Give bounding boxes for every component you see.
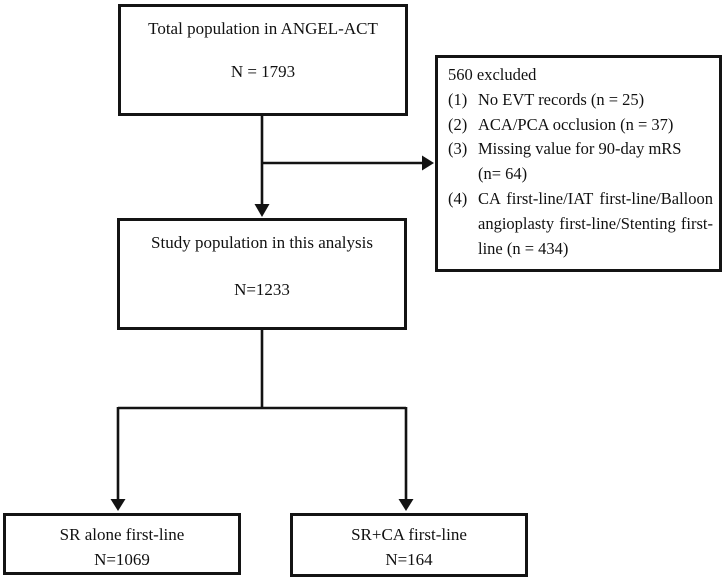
- excluded-item-text: Missing value for 90-day mRS (n= 64): [478, 139, 682, 184]
- sr-ca-count: N=164: [385, 550, 433, 569]
- excluded-item-marker: (1): [448, 89, 468, 109]
- sr-alone-count: N=1069: [94, 550, 150, 569]
- study-population-box: Study population in this analysis N=1233: [117, 218, 407, 330]
- study-population-title: Study population in this analysis: [151, 233, 373, 252]
- excluded-item-text: CA first-line/IAT first-line/Balloon ang…: [478, 188, 713, 258]
- excluded-item-3: (3) Missing value for 90-day mRS (n= 64): [448, 137, 713, 187]
- excluded-box: 560 excluded (1) No EVT records (n = 25)…: [435, 55, 722, 272]
- arrowhead-down-sr-alone: [110, 499, 126, 511]
- study-population-count: N=1233: [234, 280, 290, 299]
- sr-alone-title: SR alone first-line: [59, 525, 185, 544]
- arrowhead-down-study: [254, 204, 270, 217]
- sr-ca-box: SR+CA first-line N=164: [290, 513, 528, 577]
- excluded-item-text: ACA/PCA occlusion (n = 37): [478, 114, 674, 134]
- excluded-item-1: (1) No EVT records (n = 25): [448, 88, 713, 113]
- arrowhead-down-sr-ca: [398, 499, 414, 511]
- excluded-item-marker: (2): [448, 114, 468, 134]
- excluded-header: 560 excluded: [448, 65, 537, 84]
- total-population-box: Total population in ANGEL-ACT N = 1793: [118, 4, 408, 116]
- excluded-item-marker: (3): [448, 139, 468, 159]
- excluded-item-4: (4) CA first-line/IAT first-line/Balloon…: [448, 187, 713, 261]
- total-population-title: Total population in ANGEL-ACT: [148, 19, 378, 38]
- excluded-item-text: No EVT records (n = 25): [478, 89, 645, 109]
- total-population-count: N = 1793: [230, 62, 296, 81]
- arrowhead-right-excluded: [422, 155, 434, 171]
- sr-ca-title: SR+CA first-line: [351, 525, 467, 544]
- sr-alone-box: SR alone first-line N=1069: [3, 513, 241, 575]
- excluded-item-2: (2) ACA/PCA occlusion (n = 37): [448, 113, 713, 138]
- excluded-item-marker: (4): [448, 188, 468, 208]
